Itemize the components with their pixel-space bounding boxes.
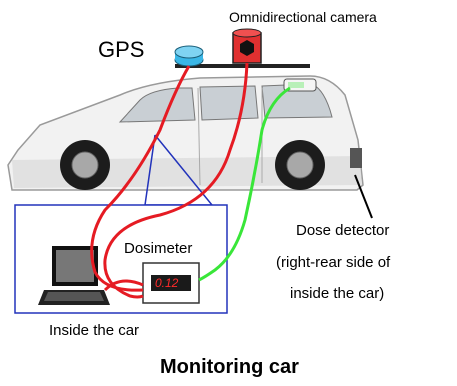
camera-label: Omnidirectional camera	[229, 9, 377, 25]
roof-rack	[175, 64, 310, 68]
dose-detector-label-line3: inside the car)	[290, 285, 385, 302]
red-cable-camera	[103, 62, 249, 299]
diagram-title: Monitoring car	[160, 356, 299, 378]
dosimeter-label: Dosimeter	[124, 240, 193, 257]
gps-antenna	[174, 45, 204, 67]
red-cable-gps	[90, 65, 191, 292]
laptop	[38, 246, 110, 305]
dosimeter-reading: 0.12	[155, 276, 179, 290]
gps-label: GPS	[98, 37, 145, 62]
inside-car-label: Inside the car	[49, 322, 140, 339]
dose-detector-label-line2: (right-rear side of	[276, 254, 391, 271]
dose-detector-label-line1: Dose detector	[296, 222, 390, 239]
dose-detector-leader	[354, 174, 373, 219]
car-window-front	[118, 87, 196, 123]
dosimeter-device	[142, 262, 200, 304]
omnidirectional-camera	[232, 28, 262, 64]
red-cable-dosimeter	[103, 279, 144, 292]
car-window-middle	[199, 85, 259, 121]
dose-detector-unit	[283, 78, 317, 92]
green-cable-detector	[198, 86, 291, 282]
